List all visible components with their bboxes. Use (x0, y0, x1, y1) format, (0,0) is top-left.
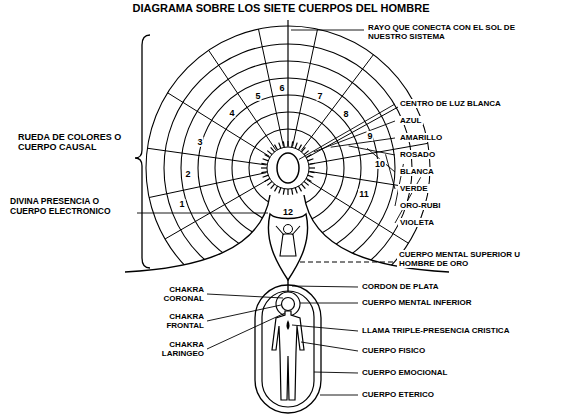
part-label: CUERPO ETERICO (360, 390, 436, 399)
part-label: VERDE (398, 184, 430, 193)
leader-line (300, 303, 358, 304)
emotional-body (262, 291, 314, 407)
presence-face (277, 153, 299, 183)
callout-number: 2 (184, 169, 191, 179)
part-label: BLANCA (398, 167, 436, 176)
sector-ray (307, 180, 409, 244)
part-label: ROSADO (398, 150, 437, 159)
part-label: CUERPO MENTAL SUPERIOR U HOMBRE DE ORO (397, 250, 552, 268)
leader-line (207, 313, 285, 349)
white-light-center (267, 147, 309, 189)
higher-mental-body (268, 214, 307, 280)
part-label: CUERPO EMOCIONAL (360, 368, 449, 377)
leader-line (314, 372, 358, 373)
part-label: RUEDA DE COLORES O CUERPO CAUSAL (16, 132, 128, 153)
callout-number: 1 (178, 199, 185, 209)
silver-cord (287, 280, 288, 292)
bracket (135, 35, 150, 268)
callout-number: 4 (228, 108, 235, 118)
sector-ray (301, 55, 373, 151)
callout-number: 10 (374, 159, 386, 169)
leader-line (292, 286, 358, 287)
callout-number: 8 (342, 109, 349, 119)
part-label: CUERPO MENTAL INFERIOR (360, 298, 473, 307)
physical-head (282, 298, 295, 311)
leader-line (367, 148, 395, 172)
callout-number: 9 (366, 131, 373, 141)
figure-head (284, 225, 293, 234)
diagram-title: DIAGRAMA SOBRE LOS SIETE CUERPOS DEL HOM… (0, 2, 562, 14)
part-label: RAYO QUE CONECTA CON EL SOL DE NUESTRO S… (366, 23, 534, 41)
sector-ray (293, 29, 318, 146)
leader-line (292, 325, 358, 331)
callout-number: 11 (358, 189, 370, 199)
sector-ray (149, 173, 266, 198)
leader-line (301, 342, 358, 351)
part-label: VIOLETA (398, 218, 436, 227)
part-label: CHAKRA LARINGEO (148, 340, 206, 358)
part-label: CHAKRA FRONTAL (148, 312, 206, 330)
leader-line (137, 213, 268, 214)
leader-line (331, 138, 395, 147)
callout-number: 7 (316, 91, 323, 101)
sun-ray (287, 20, 288, 146)
leader-line-dashed (300, 262, 394, 263)
part-label: AZUL (398, 116, 423, 125)
leader-line (207, 305, 281, 321)
leader-line (349, 146, 395, 155)
part-label: CORDON DE PLATA (360, 282, 441, 291)
part-label: ORO-RUBI (398, 201, 442, 210)
callout-number: 5 (254, 91, 261, 101)
leader-line (299, 104, 395, 159)
figure-body (276, 226, 300, 256)
etheric-body (255, 285, 321, 413)
callout-number: 6 (278, 83, 285, 93)
leader-line (207, 294, 283, 298)
part-label: CENTRO DE LUZ BLANCA (398, 99, 503, 108)
sector-ray (209, 50, 276, 149)
part-label: CHAKRA CORONAL (148, 285, 206, 303)
sector-ray (168, 93, 270, 157)
leader-line (320, 395, 358, 396)
callout-number: 3 (196, 137, 203, 147)
part-label: CUERPO FISICO (360, 346, 427, 355)
part-label: AMARILLO (398, 133, 444, 142)
callout-number: 12 (282, 207, 294, 217)
physical-body (272, 311, 304, 400)
part-label: DIVINA PRESENCIA O CUERPO ELECTRONICO (8, 197, 136, 217)
threefold-flame (287, 320, 290, 330)
part-label: LLAMA TRIPLE-PRESENCIA CRISTICA (360, 326, 511, 335)
leader-line (386, 154, 395, 189)
sector-ray (147, 148, 266, 165)
leader-line (291, 30, 364, 31)
